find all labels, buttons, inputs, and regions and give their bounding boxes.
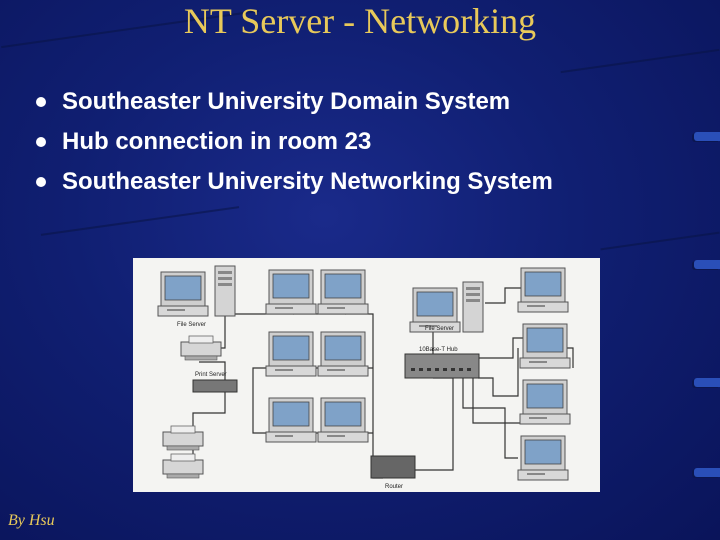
network-diagram-svg: File Server Print Server Router File Ser… — [157, 265, 574, 490]
file-server-label: File Server — [177, 322, 206, 328]
hub-box — [404, 353, 480, 379]
network-diagram: File Server Print Server Router File Ser… — [133, 258, 600, 492]
bullet-dot-icon — [36, 137, 46, 147]
network-cables — [192, 287, 574, 479]
router-box — [370, 455, 416, 479]
hub-label: 10Base-T Hub — [419, 347, 458, 353]
bullet-dot-icon — [36, 177, 46, 187]
print-server-box — [192, 379, 238, 393]
bullet-text: Hub connection in room 23 — [62, 128, 372, 155]
bullet-item: Hub connection in room 23 — [36, 122, 553, 162]
print-server-label: Print Server — [195, 372, 227, 378]
router-label: Router — [385, 484, 403, 490]
bullet-dot-icon — [36, 97, 46, 107]
bullet-list: Southeaster University Domain System Hub… — [36, 82, 553, 202]
slide-title: NT Server - Networking — [183, 1, 537, 41]
bullet-item: Southeaster University Networking System — [36, 162, 553, 202]
bullet-item: Southeaster University Domain System — [36, 82, 553, 122]
author-byline: By Hsu — [8, 512, 55, 529]
file-server-label: File Server — [425, 326, 454, 332]
bullet-text: Southeaster University Networking System — [62, 168, 553, 195]
bullet-text: Southeaster University Domain System — [62, 88, 511, 115]
